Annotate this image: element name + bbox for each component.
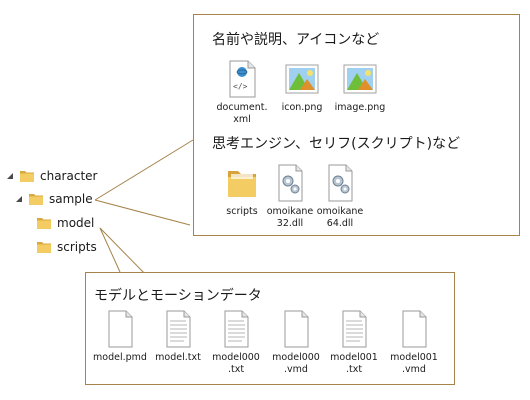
callout-title-engine: 思考エンジン、セリフ(スクリプト)など xyxy=(212,136,461,152)
file-omoikane32-dll[interactable]: omoikane 32.dll xyxy=(260,163,320,230)
text-file-icon xyxy=(224,310,249,348)
dll-file-icon xyxy=(328,164,353,202)
file-label: scripts xyxy=(226,206,258,217)
file-model000-vmd[interactable]: model000 .vmd xyxy=(266,309,326,376)
file-omoikane64-dll[interactable]: omoikane 64.dll xyxy=(310,163,370,230)
file-model001-txt[interactable]: model001 .txt xyxy=(324,309,384,376)
file-model-txt[interactable]: model.txt xyxy=(148,309,208,364)
callout-meta-engine: 名前や説明、アイコンなど </> document. xml icon.png xyxy=(193,14,520,236)
folder-scripts[interactable]: scripts xyxy=(212,163,272,218)
folder-icon xyxy=(37,242,51,253)
file-label: model000 .vmd xyxy=(272,352,320,375)
file-image-png[interactable]: image.png xyxy=(330,59,390,114)
tree-item-label: model xyxy=(57,216,95,230)
file-icon-png[interactable]: icon.png xyxy=(272,59,332,114)
file-label: image.png xyxy=(334,102,386,113)
file-label: model001 .vmd xyxy=(390,352,438,375)
file-label: model001 .txt xyxy=(330,352,378,375)
callout-title-meta: 名前や説明、アイコンなど xyxy=(212,32,380,48)
tree-item-label: scripts xyxy=(57,240,97,254)
tree-item-label: character xyxy=(40,169,98,183)
svg-text:</>: </> xyxy=(233,82,248,91)
tree-item-model[interactable]: model xyxy=(36,214,94,232)
xml-file-icon: </> xyxy=(229,60,256,98)
dll-file-icon xyxy=(278,164,303,202)
image-file-icon xyxy=(285,64,319,94)
folder-icon xyxy=(20,171,34,182)
file-label: model000 .txt xyxy=(212,352,260,375)
blank-file-icon xyxy=(284,310,309,348)
blank-file-icon xyxy=(402,310,427,348)
image-file-icon xyxy=(343,64,377,94)
file-label: icon.png xyxy=(281,102,323,113)
tree-item-sample[interactable]: sample xyxy=(15,190,93,208)
folder-icon xyxy=(37,218,51,229)
file-label: document. xml xyxy=(216,102,268,125)
text-file-icon xyxy=(166,310,191,348)
folder-icon xyxy=(29,194,43,205)
file-document-xml[interactable]: </> document. xml xyxy=(212,59,272,126)
tree-item-label: sample xyxy=(49,192,93,206)
callout-model: モデルとモーションデータ model.pmd model.txt xyxy=(85,272,455,385)
tree-item-scripts[interactable]: scripts xyxy=(36,238,97,256)
file-label: model.pmd xyxy=(93,352,147,363)
file-label: omoikane 64.dll xyxy=(316,206,364,229)
file-label: omoikane 32.dll xyxy=(266,206,314,229)
expanded-arrow-icon[interactable] xyxy=(15,194,25,204)
file-model001-vmd[interactable]: model001 .vmd xyxy=(384,309,444,376)
blank-file-icon xyxy=(108,310,133,348)
folder-icon xyxy=(228,171,256,197)
file-label: model.txt xyxy=(155,352,201,363)
file-model-pmd[interactable]: model.pmd xyxy=(90,309,150,364)
expanded-arrow-icon[interactable] xyxy=(6,171,16,181)
file-model000-txt[interactable]: model000 .txt xyxy=(206,309,266,376)
callout-title-model: モデルとモーションデータ xyxy=(94,288,262,304)
tree-item-character[interactable]: character xyxy=(6,167,97,185)
text-file-icon xyxy=(342,310,367,348)
